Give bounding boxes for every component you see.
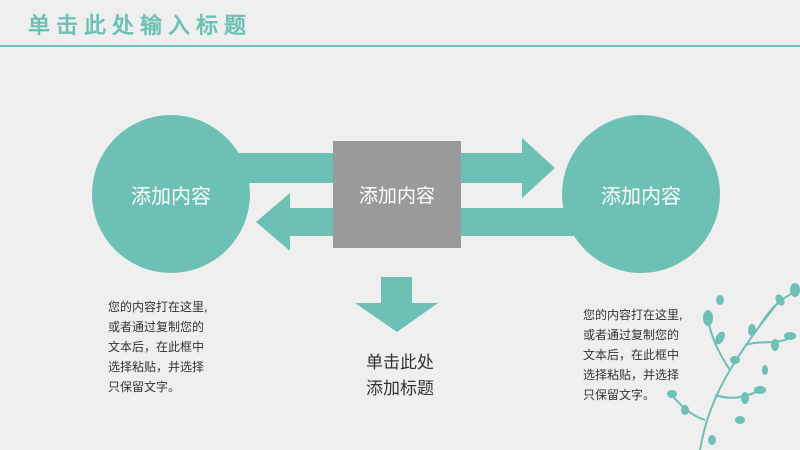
right-text-line: 只保留文字。: [583, 388, 656, 402]
left-circle[interactable]: 添加内容: [92, 115, 250, 273]
caption-text[interactable]: 单击此处 添加标题: [366, 350, 486, 402]
right-text-block[interactable]: 您的内容打在这里, 或者通过复制您的 文本后，在此框中 选择粘贴，并选择 只保留…: [583, 305, 733, 405]
left-text-line: 或者通过复制您的: [108, 320, 205, 334]
right-circle-label: 添加内容: [601, 183, 681, 208]
slide-title[interactable]: 单击此处输入标题: [28, 14, 253, 39]
center-box[interactable]: 添加内容: [333, 141, 461, 248]
left-text-line: 文本后，在此框中: [108, 340, 205, 354]
caption-line: 单击此处: [366, 353, 434, 373]
title-underline: [0, 45, 800, 47]
right-text-line: 或者通过复制您的: [583, 328, 680, 342]
left-text-line: 选择粘贴，并选择: [108, 360, 205, 374]
left-text-line: 您的内容打在这里,: [108, 300, 208, 314]
caption-line: 添加标题: [366, 379, 434, 399]
left-text-line: 只保留文字。: [108, 380, 181, 394]
right-text-line: 选择粘贴，并选择: [583, 368, 680, 382]
down-arrow: [355, 277, 438, 332]
floral-leaves: [667, 283, 800, 445]
center-box-label: 添加内容: [358, 185, 435, 207]
right-text-line: 文本后，在此框中: [583, 348, 680, 362]
left-text-block[interactable]: 您的内容打在这里, 或者通过复制您的 文本后，在此框中 选择粘贴，并选择 只保留…: [108, 297, 258, 397]
left-circle-label: 添加内容: [131, 183, 211, 208]
right-text-line: 您的内容打在这里,: [583, 308, 683, 322]
right-circle[interactable]: 添加内容: [562, 115, 720, 273]
